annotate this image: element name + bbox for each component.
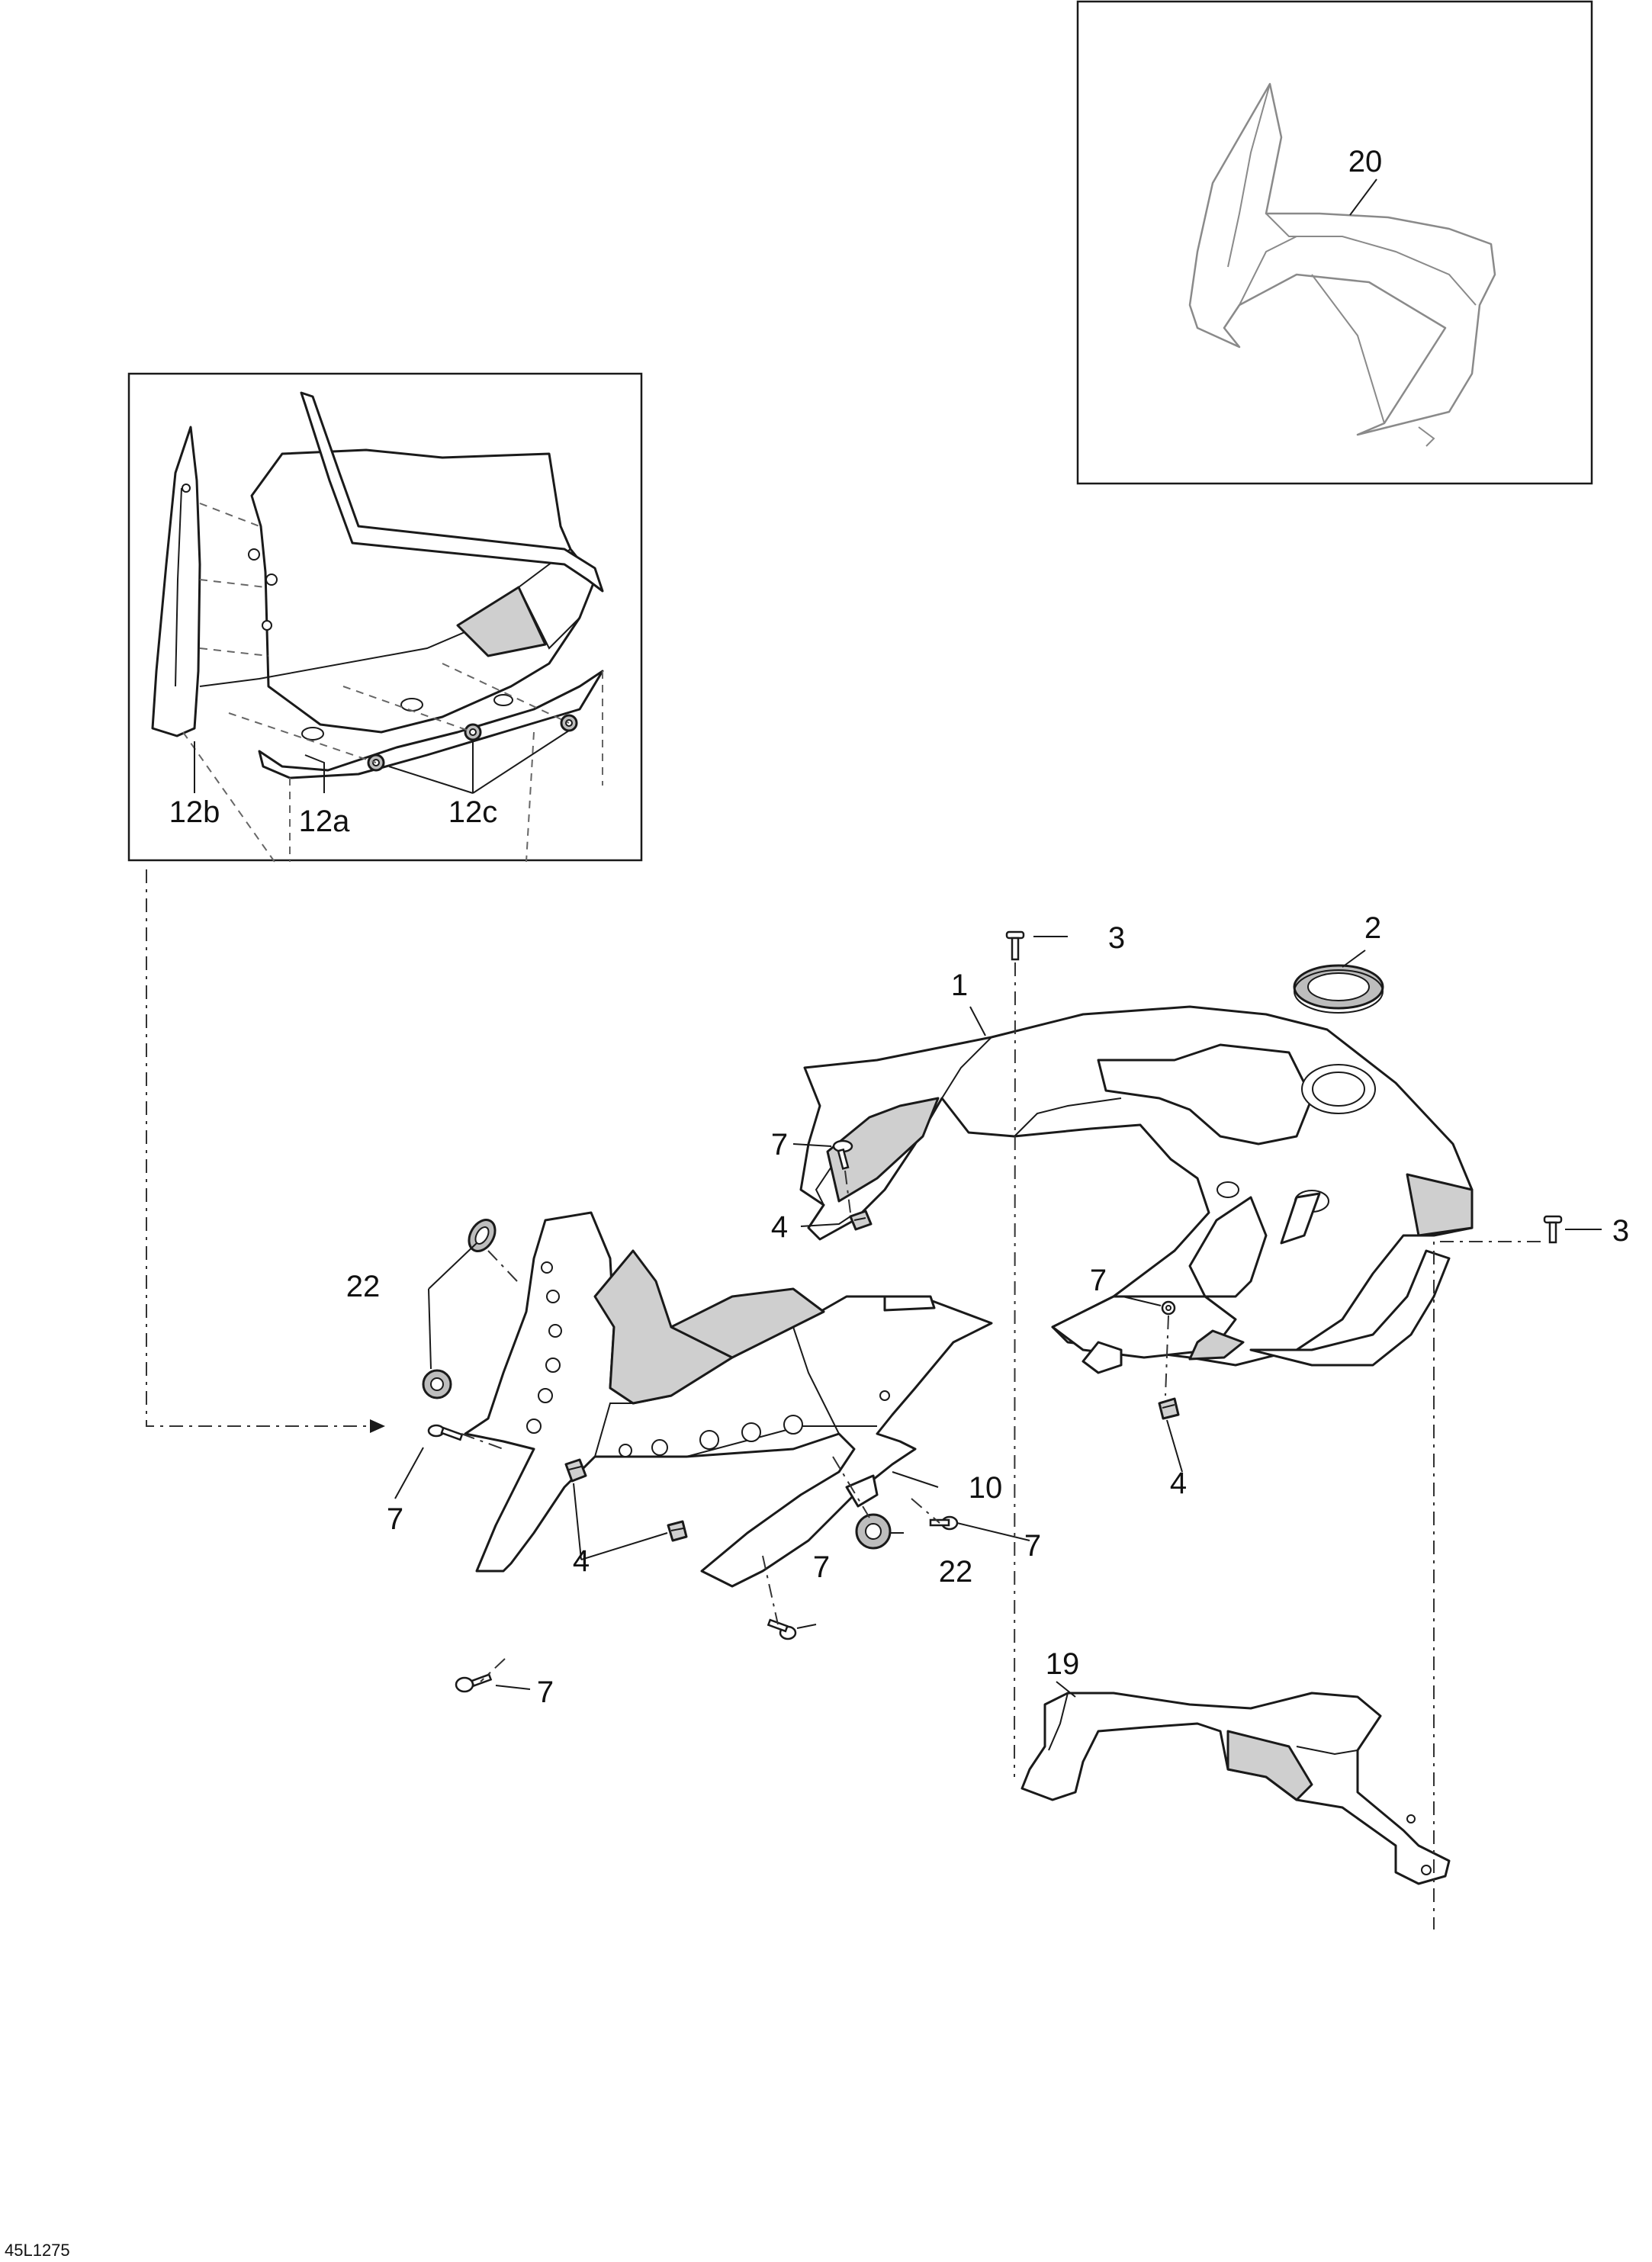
clip-4-panel-left	[564, 1458, 587, 1483]
callout-7-panel-bottom: 7	[813, 1550, 830, 1584]
clip-4-cowl-center	[1158, 1397, 1180, 1420]
callout-7-cowl-center: 7	[1090, 1264, 1107, 1297]
callout-7-lower-left: 7	[537, 1676, 554, 1709]
bracket-part-19	[1020, 1692, 1451, 1885]
callout-7-panel-left: 7	[387, 1502, 403, 1536]
callout-4-panel: 4	[573, 1544, 590, 1578]
callout-22-top: 22	[346, 1270, 381, 1303]
callout-19: 19	[1046, 1647, 1080, 1681]
inset-deflector-12: 12b 12a 12c	[127, 372, 643, 863]
callout-12c: 12c	[448, 795, 498, 829]
callout-3-right: 3	[1612, 1214, 1629, 1248]
callout-2: 2	[1364, 911, 1381, 945]
callout-4-cowl-center: 4	[1170, 1467, 1187, 1500]
callout-10: 10	[969, 1471, 1003, 1505]
callout-22-right: 22	[939, 1555, 973, 1589]
grommet-part-22-right	[855, 1513, 892, 1550]
clip-4-panel-center	[667, 1520, 688, 1542]
callout-7-panel-right: 7	[1024, 1529, 1041, 1563]
inset-connector-line	[146, 869, 374, 1427]
connector-arrowhead	[370, 1419, 385, 1433]
cowl-part-1	[799, 1005, 1474, 1374]
screw-3-right	[1543, 1215, 1563, 1244]
grommet-part-22-left	[422, 1369, 452, 1399]
reference-code: 45L1275	[5, 2241, 70, 2260]
screw-7-lower-left	[455, 1673, 493, 1693]
callout-12a: 12a	[299, 805, 350, 838]
side-panel-part-10	[464, 1211, 993, 1588]
clip-4-cowl-left	[849, 1210, 873, 1231]
callout-3-top: 3	[1108, 921, 1125, 955]
screw-3-top	[1005, 930, 1025, 961]
callout-7-cowl-left: 7	[771, 1128, 788, 1162]
leader-20	[1349, 178, 1377, 216]
screw-7-cowl-left	[832, 1139, 853, 1170]
screw-7-panel-bottom	[767, 1618, 797, 1640]
grommet-part-2	[1293, 964, 1384, 1014]
callout-12b: 12b	[169, 795, 220, 829]
callout-1: 1	[951, 969, 968, 1002]
deflector-body	[199, 448, 596, 734]
inset-windshield-20: 20	[1076, 0, 1593, 485]
deflector-brace-rod	[300, 391, 604, 593]
callout-20: 20	[1348, 145, 1383, 178]
callout-4-cowl-left: 4	[771, 1210, 788, 1244]
screw-7-panel-left	[427, 1424, 464, 1441]
deflector-panel-12b	[151, 426, 201, 737]
inset-frame-left	[127, 372, 643, 862]
inset-frame-top-right	[1076, 0, 1593, 485]
windshield-part-20	[1188, 82, 1496, 447]
screw-7-cowl-center	[1161, 1300, 1176, 1316]
